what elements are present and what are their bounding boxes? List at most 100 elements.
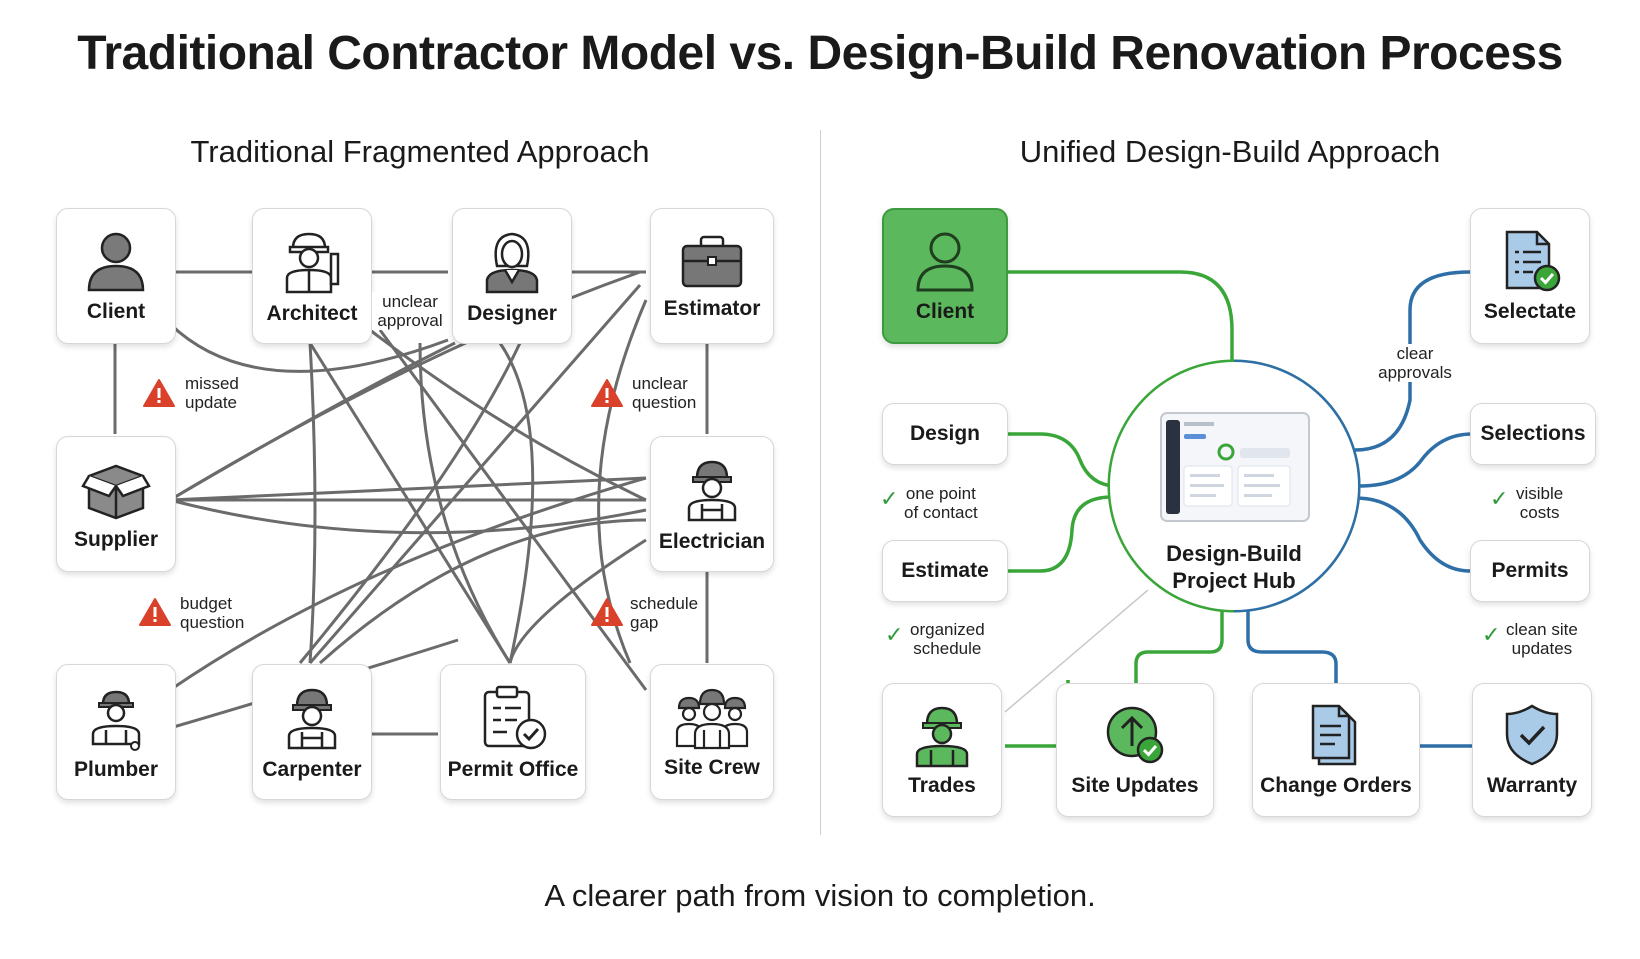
card-carpenter[interactable]: Carpenter bbox=[252, 664, 372, 800]
note-clean-site: clean site updates bbox=[1506, 620, 1578, 658]
card-label: Supplier bbox=[73, 528, 158, 551]
architect-icon bbox=[285, 232, 340, 294]
note-line: question bbox=[180, 613, 245, 632]
card-label: Permits bbox=[1491, 559, 1569, 582]
card-label: Carpenter bbox=[262, 758, 362, 781]
card-warranty[interactable]: Warranty bbox=[1472, 683, 1592, 817]
note-unclear-approval: unclear approval bbox=[372, 292, 448, 330]
note-line: clear bbox=[1396, 344, 1434, 363]
card-label: Estimate bbox=[901, 559, 989, 582]
dashboard-screen-icon bbox=[1160, 412, 1310, 522]
card-designer[interactable]: Designer bbox=[452, 208, 572, 344]
note-schedule-gap: schedule gap bbox=[630, 594, 699, 632]
card-label: Architect bbox=[266, 302, 358, 325]
hub-pointer-line bbox=[1004, 589, 1149, 713]
warning-icon bbox=[143, 379, 175, 407]
panel-divider bbox=[820, 130, 821, 835]
card-label: Plumber bbox=[73, 758, 159, 781]
card-estimate[interactable]: Estimate bbox=[882, 540, 1008, 602]
card-label: Client bbox=[86, 300, 146, 323]
card-trades[interactable]: Trades bbox=[882, 683, 1002, 817]
card-label: Site Crew bbox=[664, 756, 760, 779]
note-line: gap bbox=[630, 613, 659, 632]
designer-icon bbox=[485, 232, 539, 294]
note-missed-update: missed update bbox=[185, 374, 239, 412]
card-label: Site Updates bbox=[1071, 774, 1199, 797]
note-visible-costs: visible costs bbox=[1516, 484, 1563, 522]
note-line: clean site bbox=[1506, 620, 1578, 639]
document-check-icon bbox=[1505, 230, 1561, 292]
card-label: Warranty bbox=[1486, 774, 1578, 797]
note-unclear-question: unclear question bbox=[632, 374, 697, 412]
card-plumber[interactable]: Plumber bbox=[56, 664, 176, 800]
note-line: costs bbox=[1519, 503, 1560, 522]
footer-tagline: A clearer path from vision to completion… bbox=[544, 878, 1096, 913]
hardhat-worker-icon bbox=[687, 460, 737, 522]
check-icon: ✓ bbox=[1482, 622, 1501, 647]
card-label: Designer bbox=[467, 302, 557, 325]
hub-label: Design-Build Project Hub bbox=[1120, 540, 1348, 594]
note-line: unclear bbox=[382, 292, 438, 311]
clipboard-check-icon bbox=[483, 685, 547, 750]
card-estimator[interactable]: Estimator bbox=[650, 208, 774, 344]
card-permit-office[interactable]: Permit Office bbox=[440, 664, 586, 800]
left-panel-heading: Traditional Fragmented Approach bbox=[190, 134, 650, 169]
check-icon: ✓ bbox=[1490, 486, 1509, 511]
crew-icon bbox=[675, 688, 749, 750]
card-label: Estimator bbox=[663, 297, 761, 320]
card-change-orders[interactable]: Change Orders bbox=[1252, 683, 1420, 817]
card-label: Change Orders bbox=[1260, 774, 1412, 797]
note-line: missed bbox=[185, 374, 239, 393]
card-site-updates[interactable]: Site Updates bbox=[1056, 683, 1214, 817]
card-label: Selectate bbox=[1483, 300, 1577, 323]
traditional-connections bbox=[113, 270, 709, 736]
card-selections[interactable]: Selections bbox=[1470, 403, 1596, 465]
note-line: unclear bbox=[632, 374, 688, 393]
hardhat-worker-icon bbox=[915, 706, 969, 768]
card-label: Client bbox=[915, 300, 975, 323]
note-line: visible bbox=[1516, 484, 1564, 503]
shield-check-icon bbox=[1505, 704, 1559, 766]
hardhat-worker-icon bbox=[287, 688, 337, 750]
note-clear-approvals: clear approvals bbox=[1370, 344, 1460, 382]
note-line: approvals bbox=[1378, 363, 1452, 382]
person-icon bbox=[916, 232, 974, 292]
note-line: schedule bbox=[630, 594, 699, 613]
card-label: Selections bbox=[1480, 422, 1586, 445]
note-budget-question: budget question bbox=[180, 594, 245, 632]
card-site-crew[interactable]: Site Crew bbox=[650, 664, 774, 800]
card-label: Permit Office bbox=[447, 758, 579, 781]
note-line: schedule bbox=[913, 639, 982, 658]
card-supplier[interactable]: Supplier bbox=[56, 436, 176, 572]
note-organized-schedule: organized schedule bbox=[910, 620, 985, 658]
card-design[interactable]: Design bbox=[882, 403, 1008, 465]
warning-icon bbox=[591, 379, 623, 407]
right-panel-heading: Unified Design-Build Approach bbox=[1019, 134, 1441, 169]
note-line: budget bbox=[180, 594, 232, 613]
check-icon: ✓ bbox=[880, 486, 899, 511]
note-line: updates bbox=[1511, 639, 1573, 658]
note-line: approval bbox=[377, 311, 443, 330]
card-architect[interactable]: Architect bbox=[252, 208, 372, 344]
hub-label-line: Design-Build bbox=[1166, 541, 1302, 566]
note-line: one point bbox=[905, 484, 976, 503]
note-one-point: one point of contact bbox=[904, 484, 978, 522]
documents-icon bbox=[1311, 704, 1357, 766]
note-line: update bbox=[185, 393, 237, 412]
card-electrician[interactable]: Electrician bbox=[650, 436, 774, 572]
upload-check-icon bbox=[1106, 706, 1164, 764]
page-title: Traditional Contractor Model vs. Design-… bbox=[77, 27, 1563, 80]
plumber-icon bbox=[91, 690, 141, 751]
warning-icon bbox=[139, 598, 171, 626]
hub-label-line: Project Hub bbox=[1172, 568, 1296, 593]
note-line: question bbox=[632, 393, 697, 412]
card-label: Trades bbox=[908, 774, 976, 797]
box-icon bbox=[81, 464, 151, 520]
briefcase-icon bbox=[681, 235, 743, 288]
card-client-designbuild[interactable]: Client bbox=[882, 208, 1008, 344]
note-line: organized bbox=[910, 620, 985, 639]
card-client-traditional[interactable]: Client bbox=[56, 208, 176, 344]
person-icon bbox=[87, 232, 145, 292]
card-selectate[interactable]: Selectate bbox=[1470, 208, 1590, 344]
card-permits[interactable]: Permits bbox=[1470, 540, 1590, 602]
